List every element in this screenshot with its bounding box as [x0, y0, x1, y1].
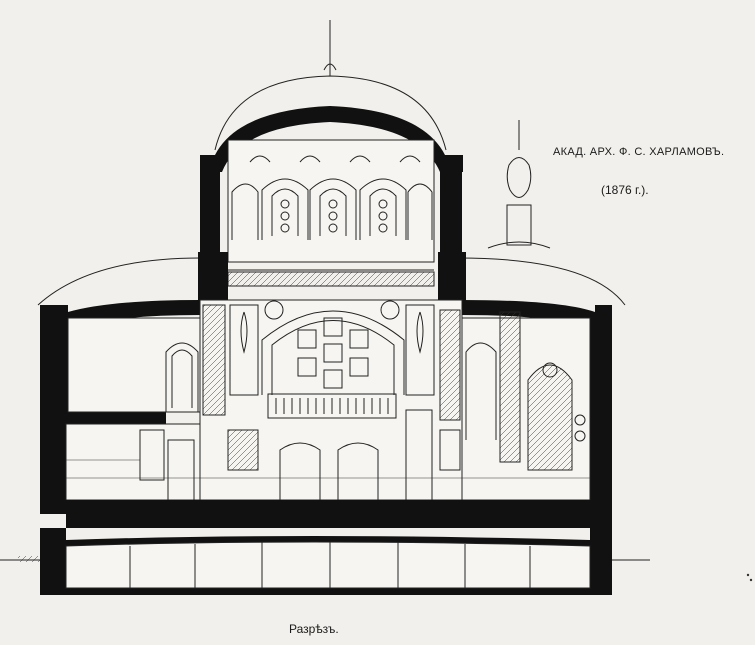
dome-section [200, 106, 463, 252]
right-aisle [461, 311, 591, 501]
roof-outline [37, 257, 626, 306]
grid-lines [66, 459, 590, 479]
drum-windows [227, 139, 435, 287]
side-cupola [487, 120, 551, 249]
author-attribution: АКАД. АРХ. Ф. С. ХАРЛАМОВЪ. [553, 146, 725, 158]
left-aisle [65, 317, 201, 501]
section-caption: Разрѣзъ. [289, 622, 339, 636]
central-dome [214, 20, 447, 151]
main-walls [40, 252, 612, 500]
nave-interior [199, 299, 463, 501]
date-label: (1876 г.). [601, 183, 649, 197]
floor-crypt [0, 500, 650, 595]
margin-marks [746, 573, 753, 582]
